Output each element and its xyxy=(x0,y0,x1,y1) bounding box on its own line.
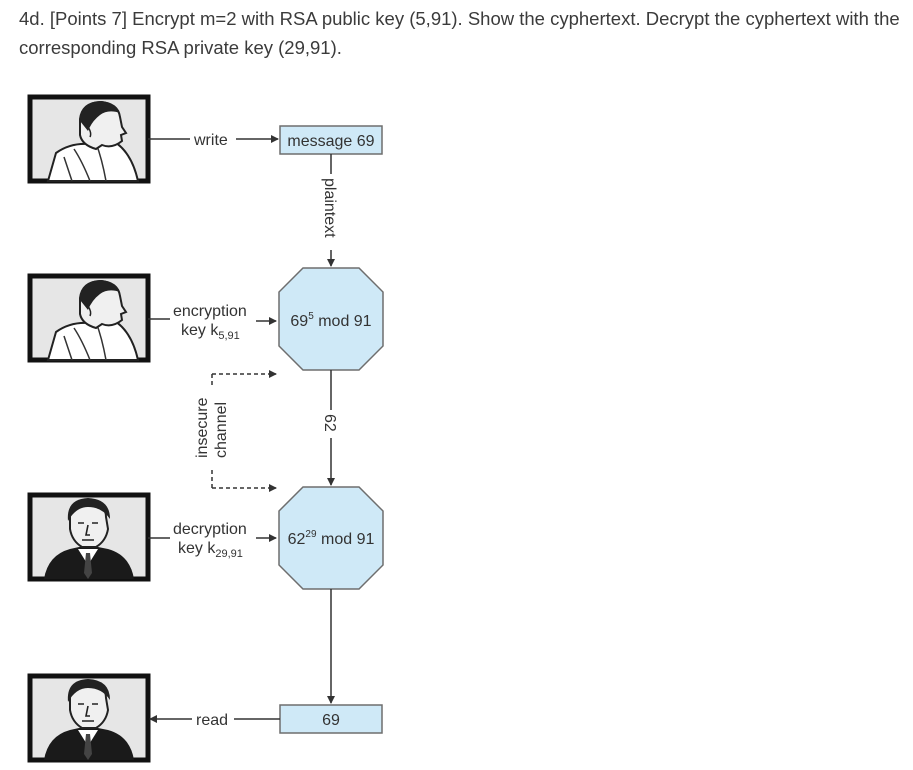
decryption-label: decryption xyxy=(173,521,247,538)
person-dark-icon xyxy=(30,495,148,579)
message-box xyxy=(279,125,383,155)
encryption-expression: 695 mod 91 xyxy=(290,311,371,330)
ciphertext-value: 62 xyxy=(321,414,338,432)
question-text: 4d. [Points 7] Encrypt m=2 with RSA publ… xyxy=(19,8,900,58)
plaintext-label: plaintext xyxy=(321,178,338,238)
encryption-label: encryption xyxy=(173,303,247,320)
encryption-node xyxy=(278,267,384,371)
write-label: write xyxy=(193,132,228,149)
person-dark-icon xyxy=(30,676,148,760)
result-text: 69 xyxy=(322,712,340,729)
insecure-label: insecure xyxy=(194,397,211,458)
person-icon xyxy=(30,276,148,360)
decryption-key-label: key k29,91 xyxy=(178,540,243,560)
message-text: message 69 xyxy=(287,133,374,150)
decryption-expression: 6229 mod 91 xyxy=(288,529,375,548)
read-label: read xyxy=(196,712,228,729)
decryption-node xyxy=(278,486,384,590)
person-icon xyxy=(30,97,148,181)
encryption-key-label: key k5,91 xyxy=(181,322,240,342)
channel-label: channel xyxy=(213,402,230,458)
